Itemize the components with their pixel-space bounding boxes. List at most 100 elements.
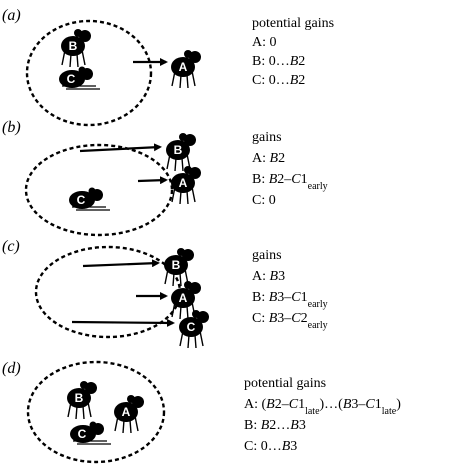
animal-c: C bbox=[69, 187, 110, 211]
gain-term: 0… bbox=[269, 54, 290, 69]
panel-label: (d) bbox=[2, 360, 21, 377]
animal-letter: B bbox=[174, 143, 183, 157]
panel-label: (b) bbox=[2, 119, 21, 136]
gain-line: B: B3–C1early bbox=[252, 290, 328, 310]
gain-line: A: B3 bbox=[252, 269, 285, 284]
gain-term: B bbox=[266, 397, 275, 412]
gain-prefix: A: bbox=[252, 35, 270, 50]
group-boundary bbox=[26, 360, 166, 464]
gain-prefix: C: bbox=[252, 193, 269, 208]
animal-b: B bbox=[67, 381, 97, 420]
gain-term: B bbox=[261, 418, 270, 433]
gain-term: ( bbox=[262, 397, 267, 412]
gain-term: 2 bbox=[298, 54, 305, 69]
gain-subscript: early bbox=[308, 299, 328, 310]
gain-line: A: B2 bbox=[252, 151, 285, 166]
gain-term: B bbox=[290, 418, 299, 433]
gain-line: B: B2–C1early bbox=[252, 172, 328, 192]
group-boundary bbox=[24, 143, 174, 237]
animal-letter: C bbox=[67, 72, 76, 86]
animal-c: C bbox=[59, 66, 100, 90]
gain-prefix: B: bbox=[252, 172, 269, 187]
gain-term: 3– bbox=[277, 290, 292, 305]
animal-letter: B bbox=[69, 39, 78, 53]
animal-letter: C bbox=[78, 427, 87, 441]
animal-b: B bbox=[164, 248, 194, 287]
group-boundary bbox=[25, 19, 153, 127]
gain-subscript: early bbox=[308, 181, 328, 192]
gains-heading: gains bbox=[252, 248, 282, 263]
gain-line: C: 0 bbox=[252, 193, 276, 208]
arrow bbox=[82, 259, 160, 268]
gain-term: 2– bbox=[277, 172, 292, 187]
animal-b: B bbox=[166, 133, 196, 172]
gain-line: B: B2…B3 bbox=[244, 418, 306, 433]
gain-prefix: A: bbox=[252, 269, 270, 284]
gain-term: 2 bbox=[298, 73, 305, 88]
gain-prefix: C: bbox=[244, 439, 261, 454]
animal-letter: B bbox=[172, 258, 181, 272]
gain-term: 0… bbox=[269, 73, 290, 88]
gain-line: B: 0…B2 bbox=[252, 54, 305, 69]
gain-prefix: A: bbox=[244, 397, 262, 412]
gain-prefix: B: bbox=[252, 290, 269, 305]
gain-term: B bbox=[290, 54, 299, 69]
gain-term: B bbox=[269, 290, 278, 305]
gain-term: C bbox=[291, 172, 301, 187]
gain-term: B bbox=[269, 311, 278, 326]
animal-letter: A bbox=[179, 60, 188, 74]
gain-line: A: (B2–C1late)…(B3–C1late) bbox=[244, 397, 401, 417]
gain-term: 1 bbox=[375, 397, 382, 412]
animal-letter: A bbox=[122, 405, 131, 419]
gain-subscript: late bbox=[305, 406, 320, 417]
gain-term: B bbox=[290, 73, 299, 88]
arrow bbox=[79, 143, 162, 153]
gain-line: C: 0…B2 bbox=[252, 73, 305, 88]
animal-letter: C bbox=[77, 193, 86, 207]
gains-heading: potential gains bbox=[244, 376, 326, 391]
animal-letter: A bbox=[179, 291, 188, 305]
gain-term: B bbox=[282, 439, 291, 454]
gain-term: 3 bbox=[290, 439, 297, 454]
panel-label: (a) bbox=[2, 7, 21, 24]
gain-term: 3 bbox=[299, 418, 306, 433]
gain-term: 1 bbox=[301, 290, 308, 305]
gain-term: B bbox=[343, 397, 352, 412]
gain-term: 2– bbox=[275, 397, 290, 412]
animal-letter: A bbox=[179, 176, 188, 190]
gain-term: B bbox=[269, 172, 278, 187]
gain-term: C bbox=[289, 397, 299, 412]
gain-subscript: early bbox=[308, 320, 328, 331]
gain-term: 1 bbox=[301, 172, 308, 187]
gains-heading: potential gains bbox=[252, 16, 334, 31]
animal-a: A bbox=[171, 166, 201, 205]
gain-prefix: B: bbox=[252, 54, 269, 69]
gain-line: C: 0…B3 bbox=[244, 439, 297, 454]
animal-a: A bbox=[171, 50, 201, 89]
animal-letter: C bbox=[187, 320, 196, 334]
gain-term: 3– bbox=[277, 311, 292, 326]
gains-heading: gains bbox=[252, 130, 282, 145]
animal-b: B bbox=[61, 29, 91, 68]
animal-a: A bbox=[171, 281, 201, 320]
gain-prefix: A: bbox=[252, 151, 270, 166]
gain-prefix: C: bbox=[252, 73, 269, 88]
gain-term: C bbox=[291, 311, 301, 326]
gain-term: C bbox=[365, 397, 375, 412]
animal-c: C bbox=[70, 421, 111, 445]
gain-term: C bbox=[291, 290, 301, 305]
gain-term: 0… bbox=[261, 439, 282, 454]
animal-letter: B bbox=[75, 391, 84, 405]
gain-line: A: 0 bbox=[252, 35, 277, 50]
animal-c: C bbox=[179, 310, 209, 349]
gain-line: C: B3–C2early bbox=[252, 311, 328, 331]
gain-term: 2 bbox=[278, 151, 285, 166]
gain-term: 3 bbox=[278, 269, 285, 284]
gain-term: 0 bbox=[270, 35, 277, 50]
gain-term: 3– bbox=[351, 397, 366, 412]
